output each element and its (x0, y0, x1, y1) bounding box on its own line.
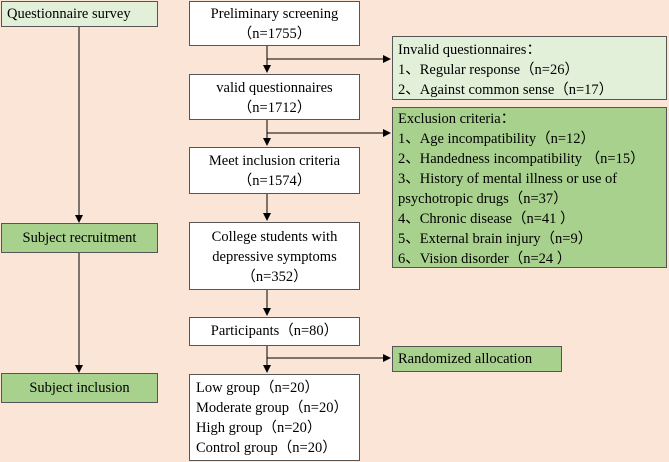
group-item: Low group（n=20） (196, 380, 319, 396)
box-randomized-allocation: Randomized allocation (392, 346, 562, 372)
stage-label: Subject recruitment (22, 230, 137, 246)
exclusion-item: 3、History of mental illness or use of ps… (398, 171, 618, 207)
stage-questionnaire-survey: Questionnaire survey (1, 1, 158, 27)
exclusion-item: 5、External brain injury（n=9） (398, 231, 593, 247)
flow-label: valid questionnaires (216, 80, 333, 96)
exclusion-item: 1、Age incompatibility（n=12） (398, 131, 596, 147)
box-invalid-questionnaires: Invalid questionnaires： 1、Regular respon… (392, 36, 667, 100)
group-item: Control group（n=20） (196, 440, 337, 456)
group-item: High group（n=20） (196, 420, 322, 436)
box-preliminary-screening: Preliminary screening （n=1755） (189, 1, 360, 46)
box-meet-inclusion-criteria: Meet inclusion criteria （n=1574） (189, 147, 360, 194)
flow-label: Meet inclusion criteria (208, 153, 341, 169)
box-groups: Low group（n=20） Moderate group（n=20） Hig… (189, 374, 360, 461)
randomized-label: Randomized allocation (398, 351, 533, 367)
flow-label-line1: College students with (211, 229, 338, 245)
box-participants: Participants（n=80） (189, 317, 360, 346)
flow-label-line2: depressive symptoms (212, 249, 337, 265)
exclusion-item: 4、Chronic disease（n=41 ） (398, 211, 575, 227)
flow-label: Preliminary screening (210, 6, 339, 22)
flow-count: （n=1755） (237, 26, 312, 42)
exclusion-item: 2、Handedness incompatibility （n=15） (398, 151, 645, 167)
exclusion-title: Exclusion criteria： (398, 111, 516, 127)
invalid-title: Invalid questionnaires： (398, 42, 541, 58)
invalid-item: 1、Regular response（n=26） (398, 62, 579, 78)
flow-label: Participants（n=80） (210, 323, 339, 339)
box-depressive-students: College students with depressive symptom… (189, 222, 360, 290)
exclusion-item: 6、Vision disorder（n=24 ） (398, 251, 572, 267)
invalid-item: 2、Against common sense（n=17） (398, 82, 614, 98)
flow-count: （n=1574） (237, 173, 312, 189)
stage-label: Subject inclusion (29, 380, 130, 396)
flow-count: （n=1712） (237, 100, 312, 116)
stage-label: Questionnaire survey (7, 6, 131, 22)
group-item: Moderate group（n=20） (196, 400, 348, 416)
stage-subject-inclusion: Subject inclusion (1, 373, 158, 403)
box-valid-questionnaires: valid questionnaires （n=1712） (189, 74, 360, 120)
stage-subject-recruitment: Subject recruitment (1, 223, 158, 253)
flow-count: （n=352） (241, 269, 308, 285)
box-exclusion-criteria: Exclusion criteria： 1、Age incompatibilit… (392, 107, 667, 268)
